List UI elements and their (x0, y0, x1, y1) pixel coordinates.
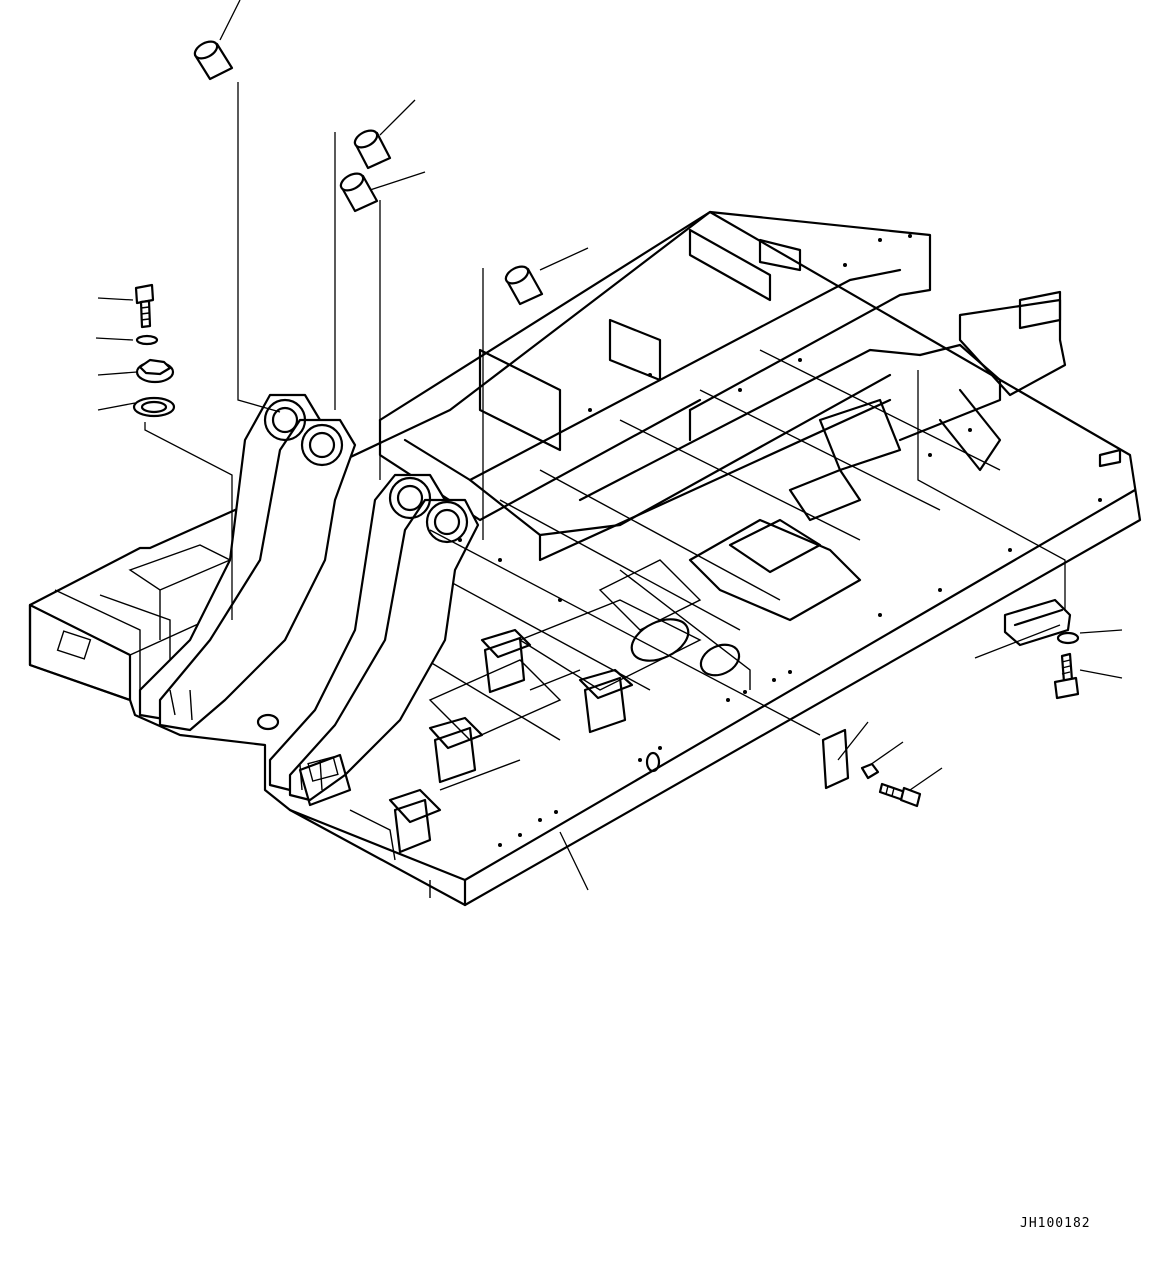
drawing-code: JH100182 (1020, 1216, 1091, 1231)
boom-bracket-right (268, 473, 480, 802)
bushing-1 (193, 40, 234, 81)
frame-interior-brackets (298, 628, 634, 861)
bushing-2 (353, 129, 392, 170)
cap-left (135, 358, 175, 384)
washer-left (135, 334, 159, 346)
bracket-right (1003, 598, 1072, 647)
boom-bracket-left (138, 393, 357, 732)
ring-left (132, 396, 176, 418)
bolt-left (134, 283, 155, 329)
cover-plate (821, 728, 850, 790)
bolt-lower (878, 782, 922, 808)
revolving-frame (28, 210, 1142, 907)
bushing-4 (504, 265, 544, 306)
bushing-3 (339, 172, 379, 213)
washer-right (1056, 631, 1080, 645)
frame-holes (256, 234, 1102, 847)
bolt-right (1053, 652, 1080, 700)
nut-lower (860, 762, 880, 780)
leader-lines (95, 0, 1123, 891)
